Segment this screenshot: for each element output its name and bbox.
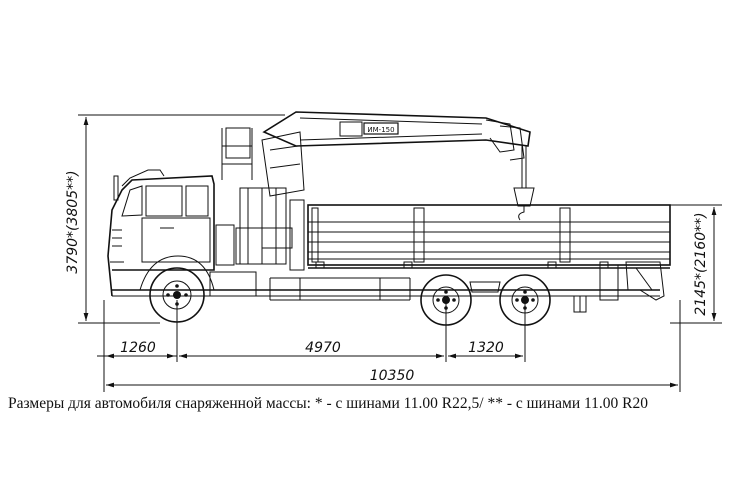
- front-wheel: [149, 267, 205, 323]
- overall-length-label: 10350: [370, 368, 415, 384]
- height-dimension-right: 2145*(2160**): [670, 204, 722, 324]
- rear-suspension: [469, 281, 501, 293]
- height-overall-label: 3790*(3805**): [65, 170, 81, 273]
- rear-wheel-1: [420, 274, 472, 326]
- cargo-platform: [307, 204, 671, 269]
- crane-column: [221, 127, 305, 271]
- height-platform-label: 2145*(2160**): [693, 212, 709, 315]
- crane-model-label: ИМ-150: [367, 126, 394, 134]
- caption: Размеры для автомобиля снаряженной массы…: [8, 395, 649, 412]
- front-overhang-label: 1260: [120, 340, 156, 356]
- horizontal-dimensions: 1260 4970 1320 10350: [97, 300, 681, 392]
- height-dimension-left: 3790*(3805**): [65, 114, 285, 324]
- truck: ИМ-150: [107, 111, 671, 326]
- rear-wheel-2: [499, 274, 551, 326]
- truck-cab: [107, 169, 263, 297]
- wheelbase-label: 4970: [305, 340, 341, 356]
- crane-boom: ИМ-150: [262, 111, 535, 221]
- rear-axle-spacing-label: 1320: [468, 340, 504, 356]
